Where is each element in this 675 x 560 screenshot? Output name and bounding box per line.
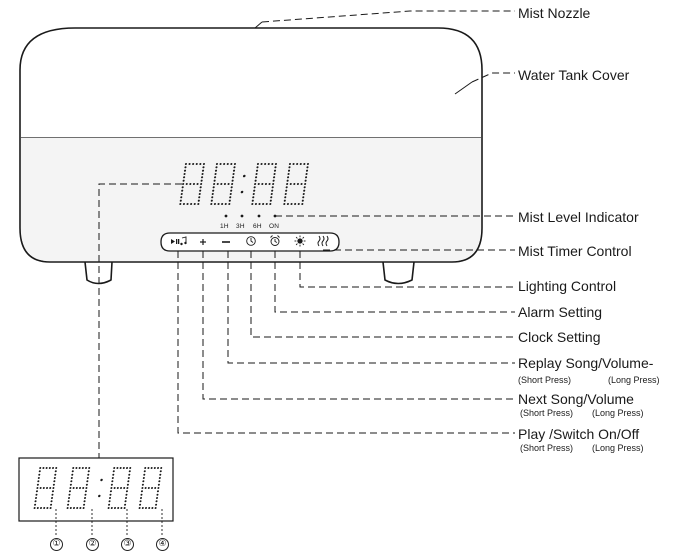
base-shading xyxy=(21,138,481,261)
timer-tick-6h: 6H xyxy=(253,223,262,230)
label-play-switch: Play /Switch On/Off xyxy=(518,426,640,442)
leader-play xyxy=(177,251,515,434)
right-foot xyxy=(382,261,415,285)
digit-marker-1: ① xyxy=(50,538,63,551)
cover-diagonal xyxy=(454,81,473,95)
zoom-digit-4 xyxy=(138,467,163,509)
label-lighting-control: Lighting Control xyxy=(518,278,617,294)
label-water-tank-cover: Water Tank Cover xyxy=(518,67,630,83)
zoom-display xyxy=(33,467,163,509)
plus-icon xyxy=(200,239,206,245)
leader-clock xyxy=(250,251,515,338)
label-next-song: Next Song/Volume xyxy=(518,391,634,407)
device-digit-2 xyxy=(210,162,237,206)
leader-next xyxy=(202,251,515,400)
device-digit-4 xyxy=(283,162,310,206)
nozzle-edge xyxy=(254,21,263,29)
leader-replay xyxy=(227,251,515,364)
leader-alarm xyxy=(274,251,515,313)
sun-icon xyxy=(294,235,306,247)
zoom-digit-2 xyxy=(66,467,91,509)
timer-tick-1h: 1H xyxy=(220,223,229,230)
label-mist-level-indicator: Mist Level Indicator xyxy=(518,209,639,225)
device-colon-dot-2 xyxy=(240,190,244,194)
device-digit-1 xyxy=(179,162,206,206)
zoom-digit-leaders xyxy=(55,509,163,536)
label-play-long: (Long Press) xyxy=(592,443,644,453)
label-mist-nozzle: Mist Nozzle xyxy=(518,5,591,21)
device-colon-dot-1 xyxy=(242,174,246,178)
zoom-colon-dot-1 xyxy=(100,478,103,482)
zoom-digit-1 xyxy=(33,467,58,509)
label-clock-setting: Clock Setting xyxy=(518,329,601,345)
zoom-colon-dot-2 xyxy=(98,494,101,498)
timer-tick-on: ON xyxy=(269,223,280,230)
timer-tick-3h: 3H xyxy=(236,223,245,230)
digit-marker-2: ② xyxy=(86,538,99,551)
label-mist-timer-control: Mist Timer Control xyxy=(518,243,632,259)
label-replay-song: Replay Song/Volume- xyxy=(518,355,654,371)
label-replay-short: (Short Press) xyxy=(518,375,572,385)
play-pause-music-icon xyxy=(171,236,187,246)
zoom-digit-3 xyxy=(107,467,132,509)
digit-marker-3: ③ xyxy=(121,538,134,551)
digit-marker-4: ④ xyxy=(156,538,169,551)
label-alarm-setting: Alarm Setting xyxy=(518,304,603,320)
device-digit-3 xyxy=(251,162,278,206)
mist-icon xyxy=(317,235,329,247)
leader-water-tank xyxy=(471,72,515,83)
alarm-clock-icon xyxy=(270,235,280,246)
label-next-long: (Long Press) xyxy=(592,408,644,418)
leader-display-zoom xyxy=(98,183,182,458)
device-display xyxy=(179,162,310,206)
label-play-short: (Short Press) xyxy=(520,443,574,453)
label-replay-long: (Long Press) xyxy=(608,375,660,385)
clock-icon xyxy=(246,236,256,246)
leader-lighting xyxy=(299,251,515,288)
display-zoom-box xyxy=(18,457,174,522)
leader-mist-nozzle xyxy=(261,10,515,23)
label-next-short: (Short Press) xyxy=(520,408,574,418)
